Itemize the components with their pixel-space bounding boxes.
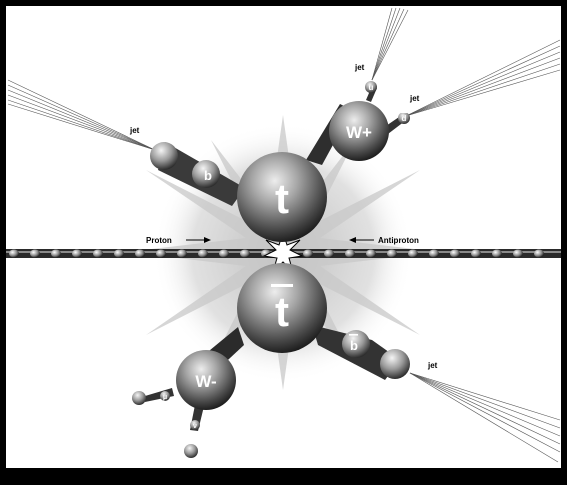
jet-fan-b-quark bbox=[7, 79, 156, 151]
jet-label-b-antiquark: jet bbox=[427, 361, 438, 370]
b-quark-label: b bbox=[204, 168, 212, 183]
top-quark: t bbox=[237, 152, 327, 242]
b-quark: b bbox=[150, 142, 220, 188]
beam-particle bbox=[450, 249, 460, 258]
beam-particle bbox=[513, 249, 523, 258]
antitop-overbar bbox=[271, 284, 293, 287]
proton-arrow bbox=[186, 237, 211, 243]
beam-particle bbox=[387, 249, 397, 258]
collision-flash bbox=[262, 230, 304, 274]
w-plus-boson: W+ bbox=[329, 101, 389, 161]
muon-label: μ bbox=[163, 394, 167, 401]
u-quark: u bbox=[365, 81, 377, 93]
beam-particle bbox=[51, 249, 61, 258]
antiproton-label: Antiproton bbox=[378, 236, 419, 245]
jet-label-b-quark: jet bbox=[129, 126, 140, 135]
w-plus-label: W+ bbox=[346, 123, 372, 142]
w-minus-boson: W- bbox=[176, 350, 236, 410]
jet-label-d-antiquark: jet bbox=[409, 94, 420, 103]
jet-label-u-quark: jet bbox=[354, 63, 365, 72]
beam-particle bbox=[240, 249, 250, 258]
beam-particle bbox=[177, 249, 187, 258]
antitop-quark: t bbox=[237, 263, 327, 353]
muon: μ bbox=[132, 391, 170, 405]
beam-particle bbox=[303, 249, 313, 258]
d-antiquark-overbar bbox=[401, 112, 407, 113]
neutrino: ν bbox=[184, 420, 200, 458]
beam-particle bbox=[30, 249, 40, 258]
beam-particle bbox=[156, 249, 166, 258]
b-antiquark: b bbox=[342, 330, 410, 379]
beam-particle bbox=[471, 249, 481, 258]
b-antiquark-overbar bbox=[349, 334, 358, 336]
beam-particles bbox=[9, 249, 544, 258]
beam-particle bbox=[534, 249, 544, 258]
beam-particle bbox=[408, 249, 418, 258]
jet-fan-b-antiquark bbox=[409, 372, 561, 463]
antiproton-arrow bbox=[349, 237, 374, 243]
antitop-quark-label: t bbox=[275, 288, 289, 335]
proton-label: Proton bbox=[146, 236, 172, 245]
beam-particle bbox=[114, 249, 124, 258]
beam-particle bbox=[324, 249, 334, 258]
beam-particle bbox=[345, 249, 355, 258]
beam-particle bbox=[429, 249, 439, 258]
b-antiquark-label: b bbox=[350, 338, 358, 353]
jet-fan-u-quark bbox=[371, 7, 409, 81]
jet-lines bbox=[7, 7, 561, 463]
d-antiquark: d bbox=[398, 112, 410, 124]
beam-particle bbox=[366, 249, 376, 258]
beam-particle bbox=[198, 249, 208, 258]
beam-particle bbox=[93, 249, 103, 258]
neutrino-label: ν bbox=[193, 423, 197, 430]
beam-particle bbox=[219, 249, 229, 258]
beam-particle bbox=[492, 249, 502, 258]
d-antiquark-label: d bbox=[402, 114, 407, 123]
top-quark-label: t bbox=[275, 175, 289, 222]
w-minus-label: W- bbox=[195, 372, 216, 391]
beam-particle bbox=[72, 249, 82, 258]
beam-particle bbox=[135, 249, 145, 258]
jet-fan-d-antiquark bbox=[405, 39, 561, 117]
beam-particle bbox=[9, 249, 19, 258]
u-quark-label: u bbox=[369, 83, 374, 92]
